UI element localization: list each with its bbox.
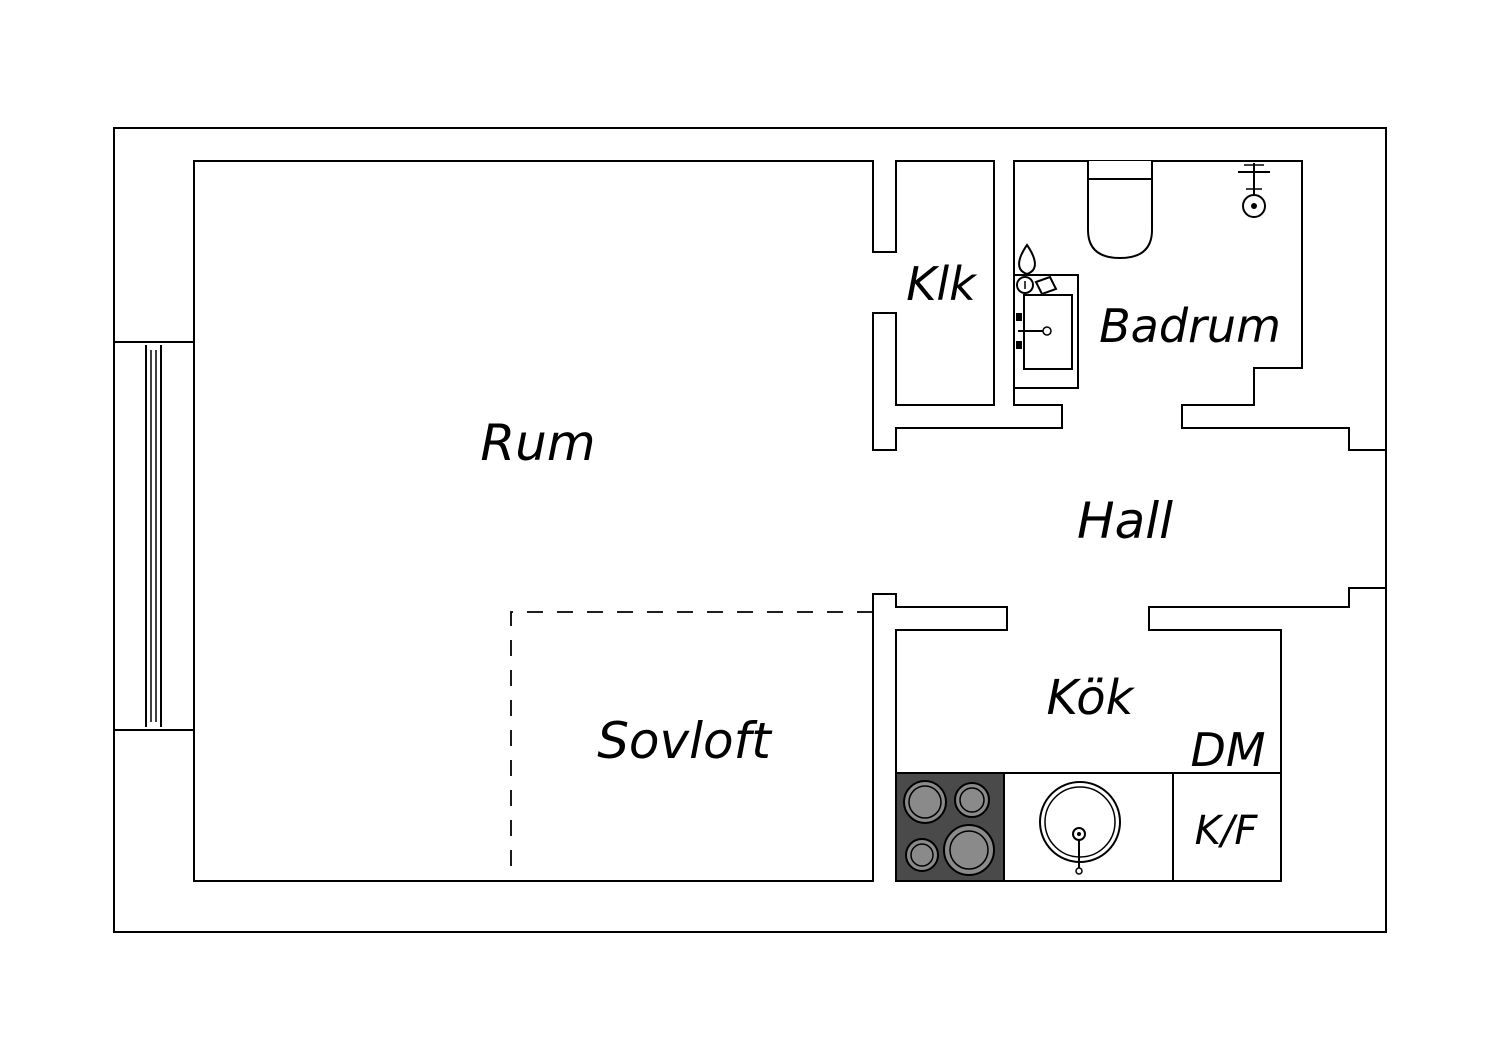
appliance-label-dm: DM (1190, 723, 1265, 777)
interior-wall-outline (193, 160, 1387, 882)
stove-icon (895, 772, 1005, 882)
sovloft-outline (510, 611, 873, 881)
bathroom-sink-icon (1013, 243, 1079, 389)
room-label-sovloft: Sovloft (597, 712, 773, 770)
room-label-klk: Klk (906, 257, 978, 311)
kitchen-sink-icon (1039, 781, 1121, 875)
room-label-kok: Kök (1047, 670, 1136, 726)
room-label-rum: Rum (480, 414, 595, 472)
appliance-label-kf: K/F (1195, 808, 1259, 854)
room-label-hall: Hall (1077, 492, 1173, 550)
room-label-badrum: Badrum (1099, 299, 1281, 353)
shower-icon (1238, 163, 1270, 218)
window (113, 341, 195, 731)
toilet-icon (1087, 161, 1153, 260)
